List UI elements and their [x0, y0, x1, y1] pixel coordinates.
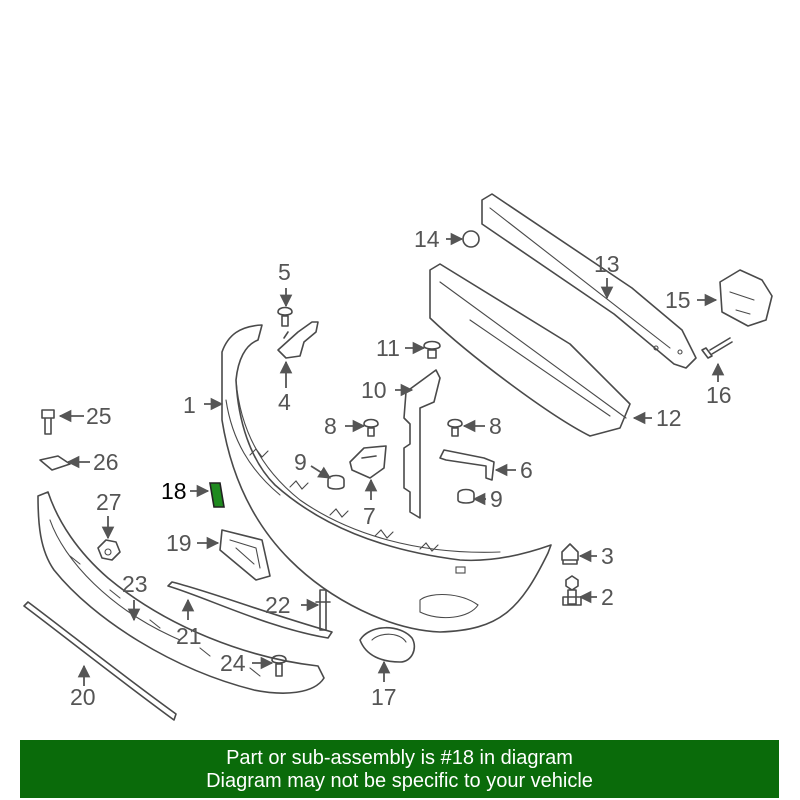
callout-14: 14 — [414, 226, 440, 252]
callout-11: 11 — [376, 335, 400, 361]
leader-lines — [58, 232, 725, 686]
grille-part-19 — [219, 529, 271, 581]
callout-19: 19 — [166, 530, 192, 556]
clip-part-9a — [327, 474, 345, 490]
reinforcement-part-13 — [481, 193, 697, 369]
callout-21: 21 — [176, 623, 202, 649]
bolt-part-16 — [701, 337, 733, 359]
bumper-cover-part — [221, 324, 552, 633]
absorber-part-12 — [429, 263, 631, 437]
clip-part-24 — [271, 654, 287, 677]
bracket-part-15 — [719, 269, 773, 327]
clip-part-5 — [277, 306, 293, 327]
callout-8-right: 8 — [489, 413, 502, 439]
clip-part-9b — [457, 488, 475, 504]
clip-part-11 — [423, 340, 441, 359]
callout-10: 10 — [361, 377, 387, 403]
pin-part-22 — [315, 589, 331, 631]
banner-line-1: Part or sub-assembly is #18 in diagram — [226, 747, 573, 769]
nut-part-3 — [561, 543, 579, 565]
info-banner: Part or sub-assembly is #18 in diagram D… — [20, 740, 779, 798]
callout-4: 4 — [278, 389, 291, 415]
callout-24: 24 — [220, 650, 246, 676]
callout-16: 16 — [706, 382, 732, 408]
callout-17: 17 — [371, 684, 397, 710]
callout-7: 7 — [363, 503, 376, 529]
nut-part-27 — [97, 539, 121, 561]
callout-18: 18 — [161, 478, 187, 504]
trim-part-21 — [167, 581, 333, 639]
callout-labels: 1 2 3 4 5 6 7 8 8 9 9 10 11 12 13 14 15 … — [70, 226, 732, 710]
callout-25: 25 — [86, 403, 112, 429]
bolt-part-25 — [41, 409, 55, 435]
bezel-part-17 — [359, 627, 416, 663]
plug-part-14 — [462, 230, 480, 248]
banner-line-2: Diagram may not be specific to your vehi… — [206, 770, 593, 792]
callout-5: 5 — [278, 259, 291, 285]
highlighted-part-18[interactable] — [209, 482, 225, 508]
callout-2: 2 — [601, 584, 614, 610]
callout-3: 3 — [601, 543, 614, 569]
callout-1: 1 — [183, 392, 196, 418]
bracket-part-10 — [403, 369, 441, 519]
spoiler-part-23 — [37, 491, 325, 694]
strip-part-20 — [23, 601, 177, 721]
callout-15: 15 — [665, 287, 691, 313]
callout-20: 20 — [70, 684, 96, 710]
bracket-part-6 — [439, 449, 495, 481]
callout-23: 23 — [122, 571, 148, 597]
callout-6: 6 — [520, 457, 533, 483]
callout-22: 22 — [265, 592, 291, 618]
clip-part-8b — [447, 418, 463, 437]
callout-9-right: 9 — [490, 486, 503, 512]
clip-part-26 — [39, 455, 71, 471]
callout-9-left: 9 — [294, 449, 307, 475]
callout-12: 12 — [656, 405, 682, 431]
bracket-part-4 — [277, 321, 319, 359]
callout-8-left: 8 — [324, 413, 337, 439]
callout-27: 27 — [96, 489, 122, 515]
bolt-part-2 — [562, 575, 582, 606]
bracket-part-7 — [349, 445, 387, 479]
callout-13: 13 — [594, 251, 620, 277]
clip-part-8a — [363, 418, 379, 437]
callout-26: 26 — [93, 449, 119, 475]
